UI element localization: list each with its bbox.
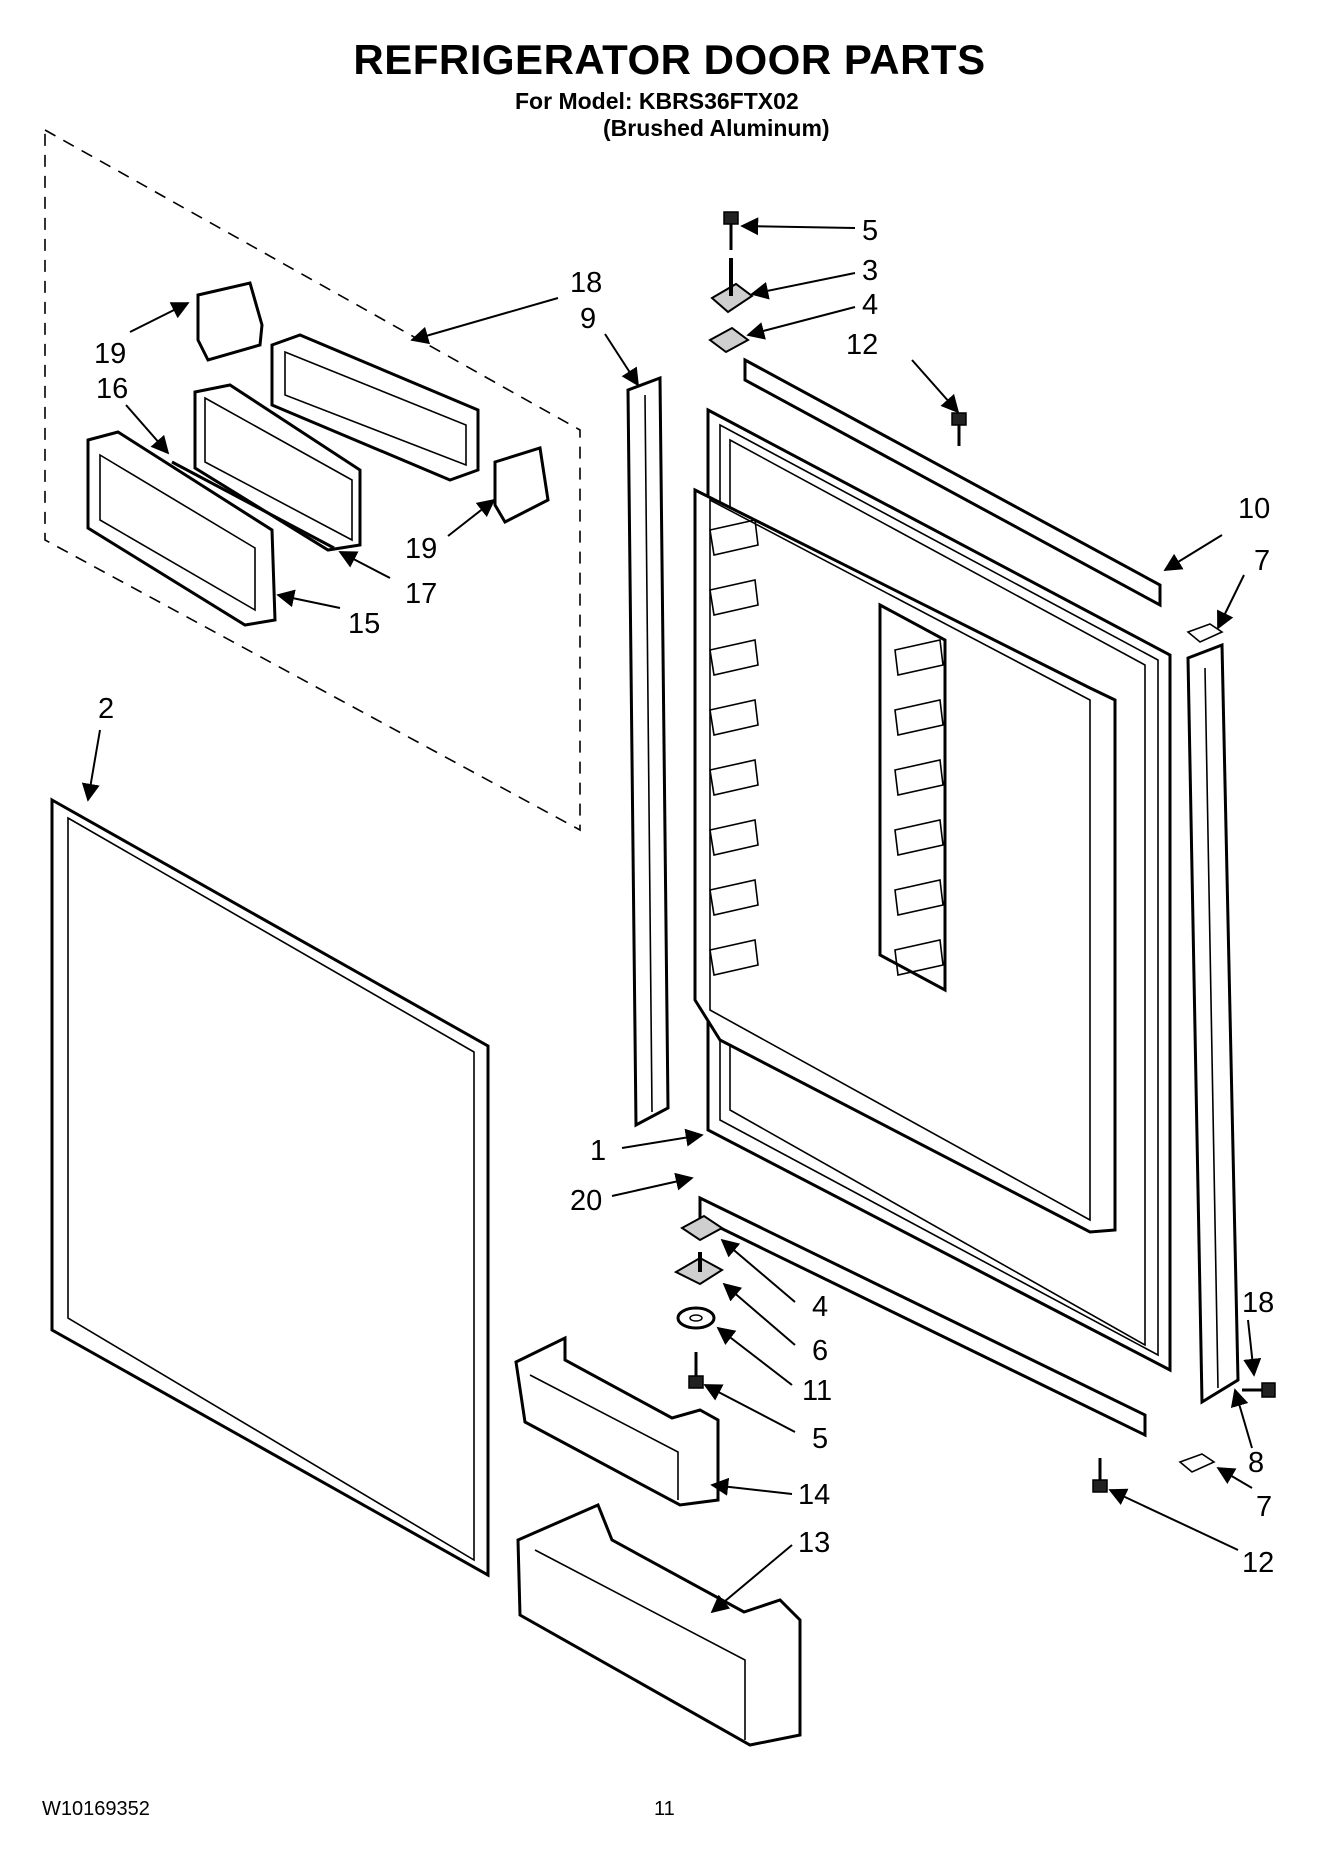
callout-20: 20 [570,1185,602,1217]
door-shelf-ribs-right [894,639,944,976]
callout-numbers: 5 3 4 12 18 9 19 16 19 17 15 10 7 2 1 20… [94,215,1274,1579]
model-info: For Model: KBRS36FTX02 (Brushed Aluminum… [515,88,830,142]
top-door-trim [743,357,1162,608]
page-title: REFRIGERATOR DOOR PARTS [353,36,986,83]
top-hinge-shim [708,326,750,354]
left-door-trim [626,375,670,1128]
callout-5-bottom: 5 [812,1423,828,1455]
callout-13: 13 [798,1527,830,1559]
door-gasket [50,797,490,1578]
top-hinge [710,258,754,314]
callout-12-top: 12 [846,329,878,361]
callout-16: 16 [96,373,128,405]
bottom-hinge-shim [680,1214,724,1242]
bottom-door-trim [698,1195,1147,1438]
large-door-bin [516,1503,802,1747]
callout-11: 11 [802,1375,832,1407]
model-line: For Model: KBRS36FTX02 [515,88,799,114]
hinge-washer [676,1306,716,1330]
callout-19-top: 19 [94,338,126,370]
callout-14: 14 [798,1479,830,1511]
bottom-hinge [673,1252,724,1286]
bin-end-cap-left [196,281,264,362]
document-number: W10169352 [42,1798,150,1820]
top-hinge-screw [723,211,739,250]
top-trim-screw [951,412,967,446]
bin-gasket [193,383,362,552]
callout-4-bottom: 4 [812,1291,828,1323]
assembly-group-outline [44,128,581,832]
callout-12-bottom: 12 [1242,1547,1274,1579]
callout-3: 3 [862,255,878,287]
callout-4-top: 4 [862,289,878,321]
trim-clip-top [1186,623,1224,643]
bin-strip [171,460,335,550]
callout-8: 8 [1248,1447,1264,1479]
callout-18-top: 18 [570,267,602,299]
page-number: 11 [654,1798,675,1820]
trim-clip-bottom [1178,1453,1216,1473]
right-trim-screw [1242,1382,1276,1398]
bin-end-cap-right [493,446,550,524]
callout-1: 1 [590,1135,606,1167]
finish-line: (Brushed Aluminum) [603,115,830,141]
bottom-hinge-screw [688,1352,704,1389]
callout-15: 15 [348,608,380,640]
callout-19-bottom: 19 [405,533,437,565]
callout-6: 6 [812,1335,828,1367]
leader-lines [81,217,1262,1614]
callout-10: 10 [1238,493,1270,525]
callout-17: 17 [405,578,437,610]
callout-18-bottom: 18 [1242,1287,1274,1319]
callout-7-bottom: 7 [1256,1491,1272,1523]
callout-2: 2 [98,693,114,725]
bin-housing [270,333,480,482]
bottom-trim-screw [1092,1458,1108,1493]
door-liner [693,407,1172,1373]
callout-7-top: 7 [1254,545,1270,577]
small-door-bin [514,1335,720,1507]
callout-5-top: 5 [862,215,878,247]
door-shelf-ribs-left [709,519,759,976]
right-door-trim [1186,642,1240,1405]
callout-9: 9 [580,303,596,335]
bin-door [86,430,277,627]
